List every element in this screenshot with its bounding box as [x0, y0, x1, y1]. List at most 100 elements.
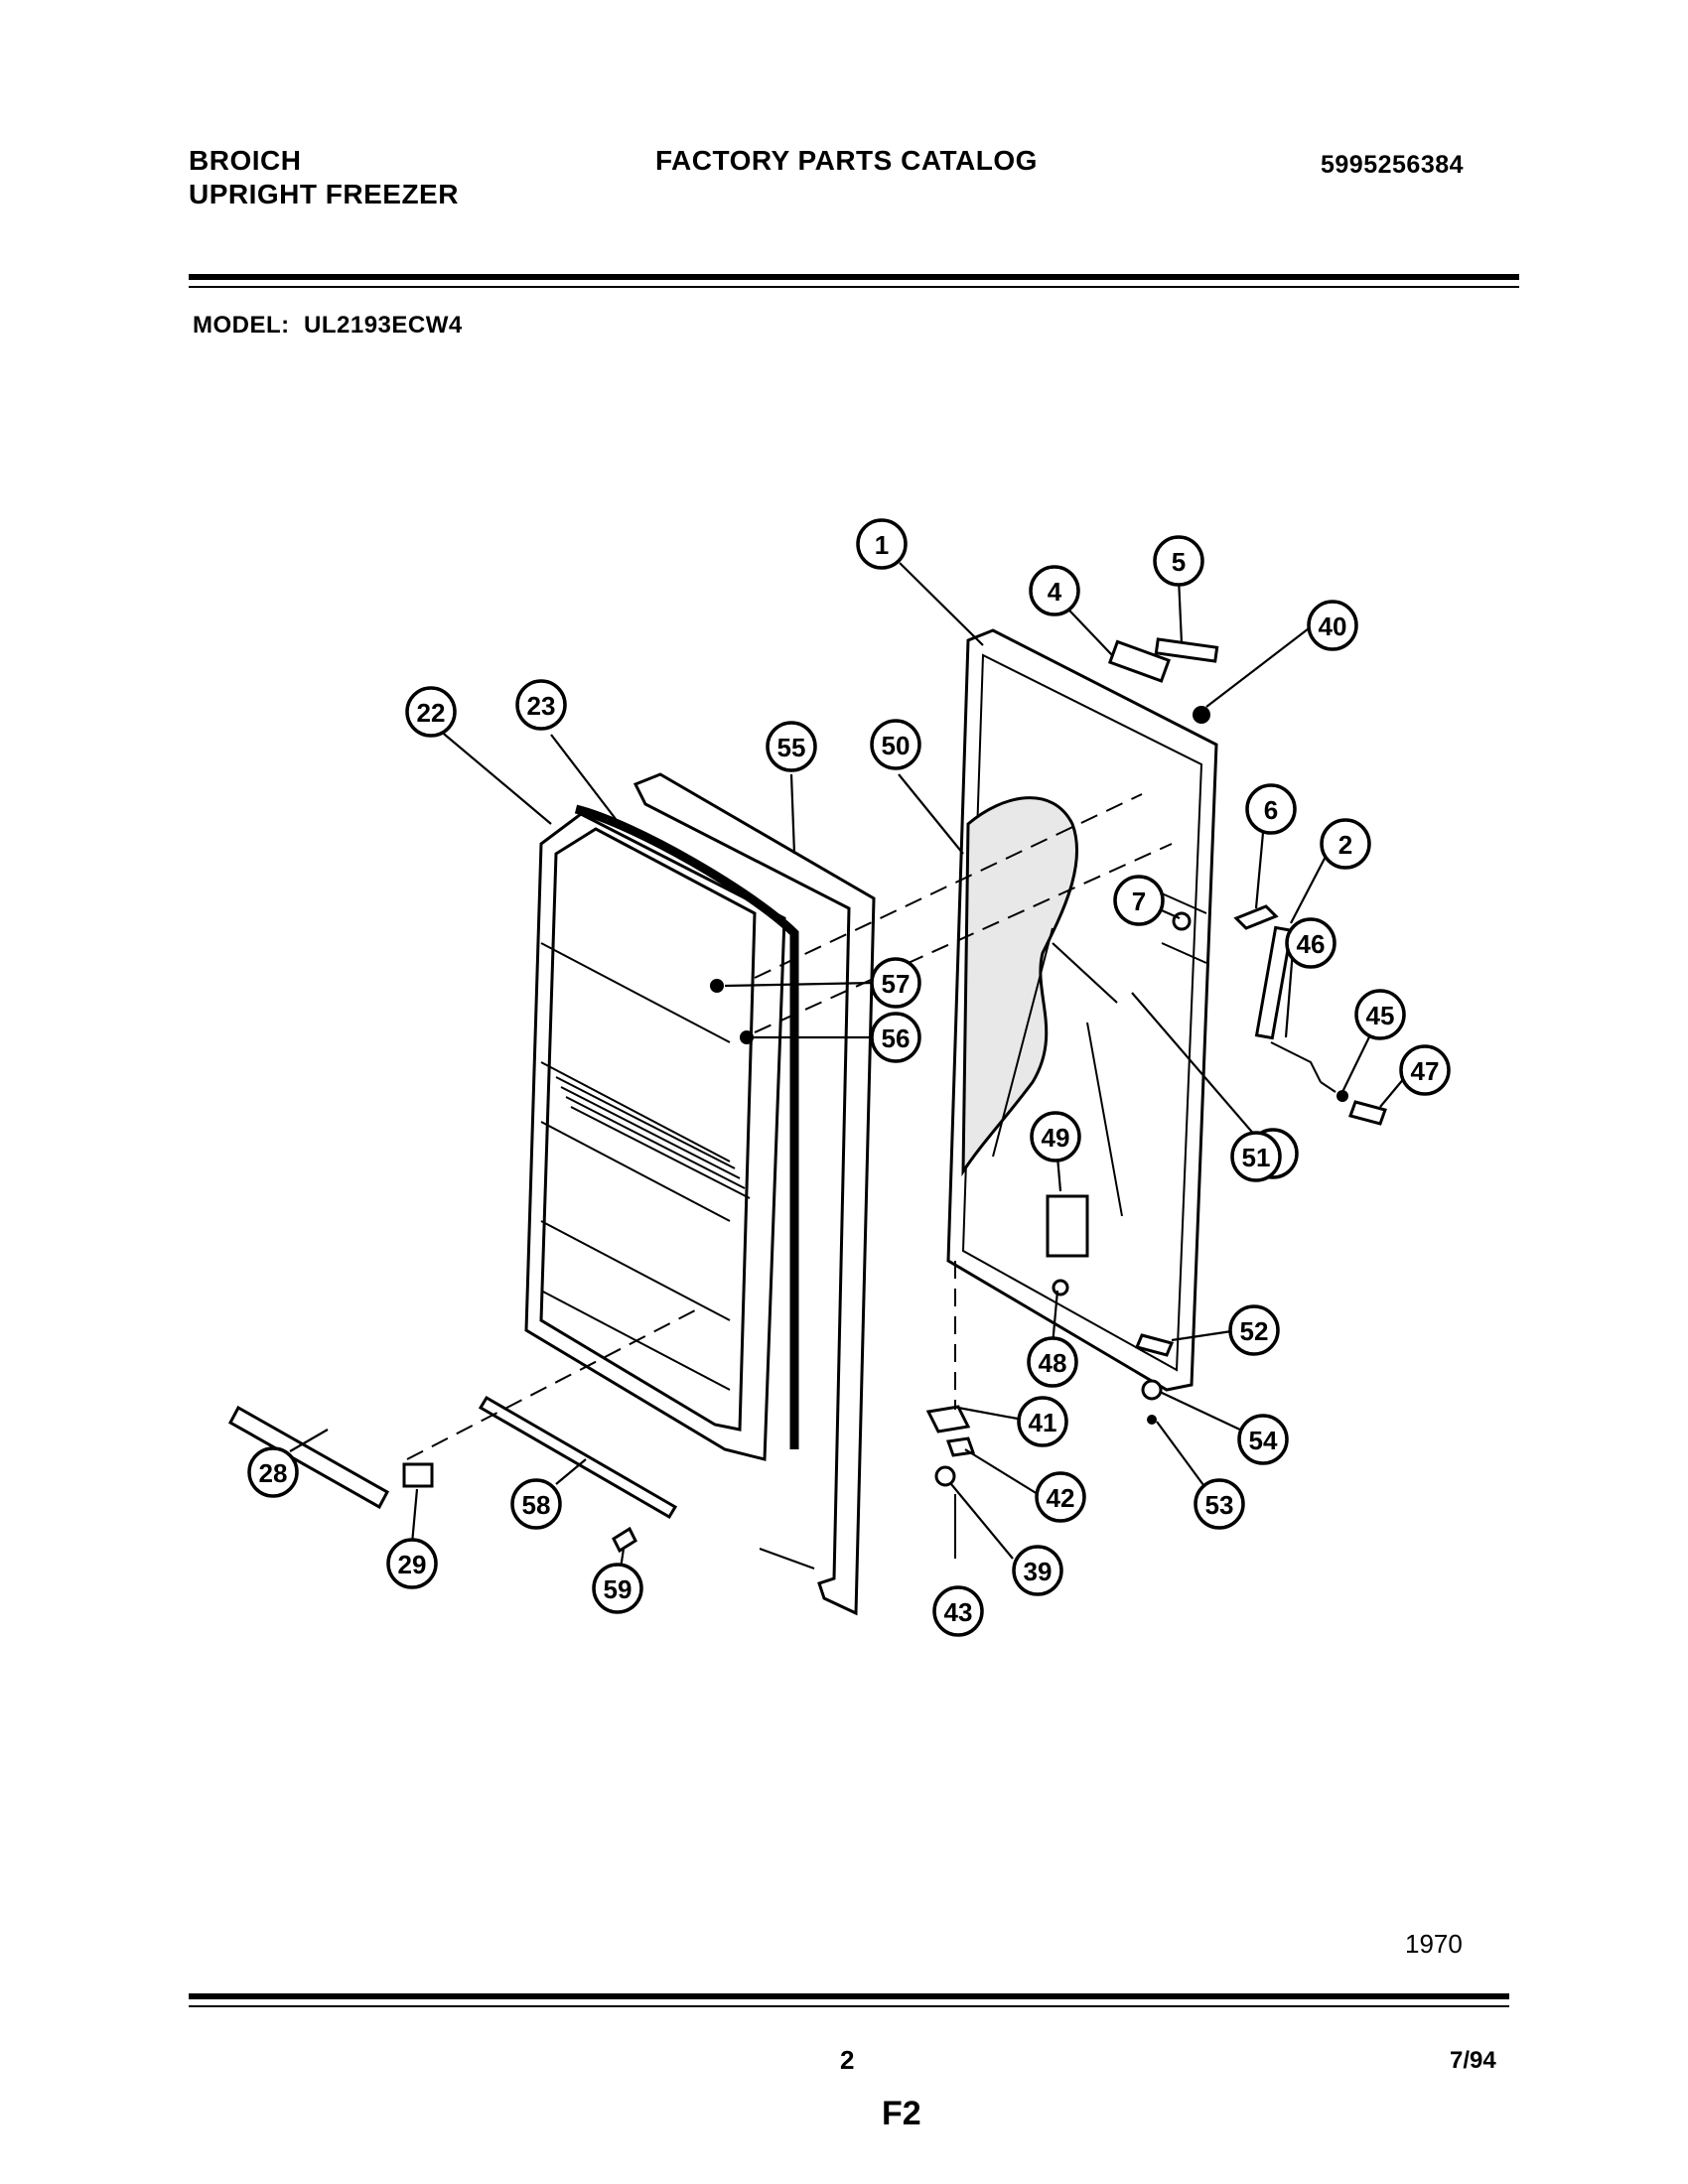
part-2-drawing: [1254, 925, 1294, 1040]
part-47-drawing: [1348, 1100, 1387, 1126]
callout-22: 22: [405, 686, 457, 738]
callout-circle: [386, 1538, 438, 1589]
part-54-drawing: [1141, 1379, 1163, 1401]
callout-circle: [870, 719, 921, 770]
callout-41: 41: [1017, 1396, 1068, 1447]
callout-circle: [247, 1446, 299, 1498]
part-48-drawing: [1052, 1279, 1069, 1297]
callout-48: 48: [1027, 1336, 1078, 1388]
callout-label: 1: [875, 530, 889, 560]
callout-label: 40: [1319, 612, 1347, 641]
callout-circle: [1245, 783, 1297, 835]
callout-circle: [1030, 1111, 1081, 1162]
callout-7: 7: [1113, 875, 1165, 926]
callout-23: 23: [515, 679, 567, 731]
callout-circle: [1285, 917, 1336, 969]
page-number: 2: [840, 2045, 855, 2075]
callout-circle: [1194, 1478, 1245, 1530]
callout-circle: [1354, 989, 1406, 1040]
part-5-drawing: [1154, 637, 1219, 663]
callout-4: 4: [1029, 565, 1080, 616]
callout-circle: [870, 1012, 921, 1063]
callout-circle: [1035, 1471, 1086, 1523]
callout-40: 40: [1307, 600, 1358, 651]
footer-rule-thin: [189, 2005, 1509, 2007]
callout-58: 58: [510, 1478, 562, 1530]
callout-label: 29: [398, 1550, 427, 1579]
part-52-drawing: [1134, 1333, 1175, 1357]
part-4-drawing: [1107, 639, 1171, 683]
callout-56: 56: [870, 1012, 921, 1063]
callout-label: 57: [882, 969, 911, 999]
model-number: UL2193ECW4: [304, 312, 463, 339]
callout-circle: [405, 686, 457, 738]
callout-circle: [1237, 1414, 1289, 1465]
callout-label: 59: [604, 1574, 633, 1604]
callout-53: 53: [1194, 1478, 1245, 1530]
figure-label: F2: [882, 2095, 921, 2132]
part-40-drawing: [1193, 706, 1210, 724]
callout-55: 55: [766, 721, 817, 772]
drawing-code: 1970: [1405, 1929, 1463, 1959]
callout-label: 53: [1205, 1490, 1234, 1520]
callout-label: 28: [259, 1458, 288, 1488]
part-56-drawing: [740, 1030, 754, 1044]
door-panel-drawing: [633, 772, 876, 1616]
callout-label: 55: [777, 733, 806, 762]
callout-label: 48: [1039, 1348, 1067, 1378]
callout-circle: [1027, 1336, 1078, 1388]
catalog-title: FACTORY PARTS CATALOG: [655, 145, 1038, 176]
part-53-drawing: [1147, 1415, 1157, 1425]
callout-1: 1: [856, 518, 908, 570]
part-58-drawing: [478, 1395, 678, 1520]
callout-label: 51: [1242, 1143, 1271, 1172]
part-46-drawing: [1270, 1041, 1336, 1093]
brand-name: BROICH: [189, 145, 302, 176]
revision-date: 7/94: [1450, 2047, 1496, 2074]
part-57-drawing: [710, 979, 724, 993]
callout-label: 49: [1042, 1123, 1070, 1153]
callout-43: 43: [932, 1585, 984, 1637]
callout-label: 42: [1047, 1483, 1075, 1513]
callout-label: 46: [1297, 929, 1326, 959]
callout-circle: [1320, 818, 1371, 870]
callout-label: 6: [1264, 795, 1278, 825]
part-45-drawing: [1336, 1090, 1348, 1102]
callout-label: 39: [1024, 1557, 1053, 1586]
footer-rule-thick: [189, 1993, 1509, 1999]
callout-label: 47: [1411, 1056, 1440, 1086]
callout-circle: [1230, 1131, 1282, 1182]
callout-label: 56: [882, 1024, 911, 1053]
callout-label: 54: [1249, 1426, 1278, 1455]
callout-label: 4: [1048, 577, 1062, 607]
callout-circle: [1399, 1044, 1451, 1096]
callout-45: 45: [1354, 989, 1406, 1040]
part-51-drawing: [992, 927, 1123, 1217]
callout-57: 57: [870, 957, 921, 1009]
callout-circle: [932, 1585, 984, 1637]
callout-59: 59: [592, 1563, 643, 1614]
product-name: UPRIGHT FREEZER: [189, 179, 459, 209]
callout-28: 28: [247, 1446, 299, 1498]
callout-label: 58: [522, 1490, 551, 1520]
callout-52: 52: [1228, 1304, 1280, 1356]
callout-circle: [1012, 1545, 1063, 1596]
callout-circle: [1228, 1304, 1280, 1356]
callout-label: 2: [1338, 830, 1352, 860]
callout-label: 45: [1366, 1001, 1395, 1030]
callout-50: 50: [870, 719, 921, 770]
callout-label: 52: [1240, 1316, 1269, 1346]
callout-circle: [1113, 875, 1165, 926]
callout-46: 46: [1285, 917, 1336, 969]
callout-circle: [1153, 535, 1204, 587]
callout-circle: [1307, 600, 1358, 651]
callout-label: 7: [1132, 887, 1146, 916]
callout-label: 43: [944, 1597, 973, 1627]
callout-circle: [515, 679, 567, 731]
callout-circle: [592, 1563, 643, 1614]
callout-circle: [766, 721, 817, 772]
part-28-drawing: [227, 1405, 390, 1510]
insulation-drawing: [961, 796, 1078, 1177]
callout-51: 51: [1230, 1131, 1282, 1182]
part-59-drawing: [612, 1526, 637, 1554]
